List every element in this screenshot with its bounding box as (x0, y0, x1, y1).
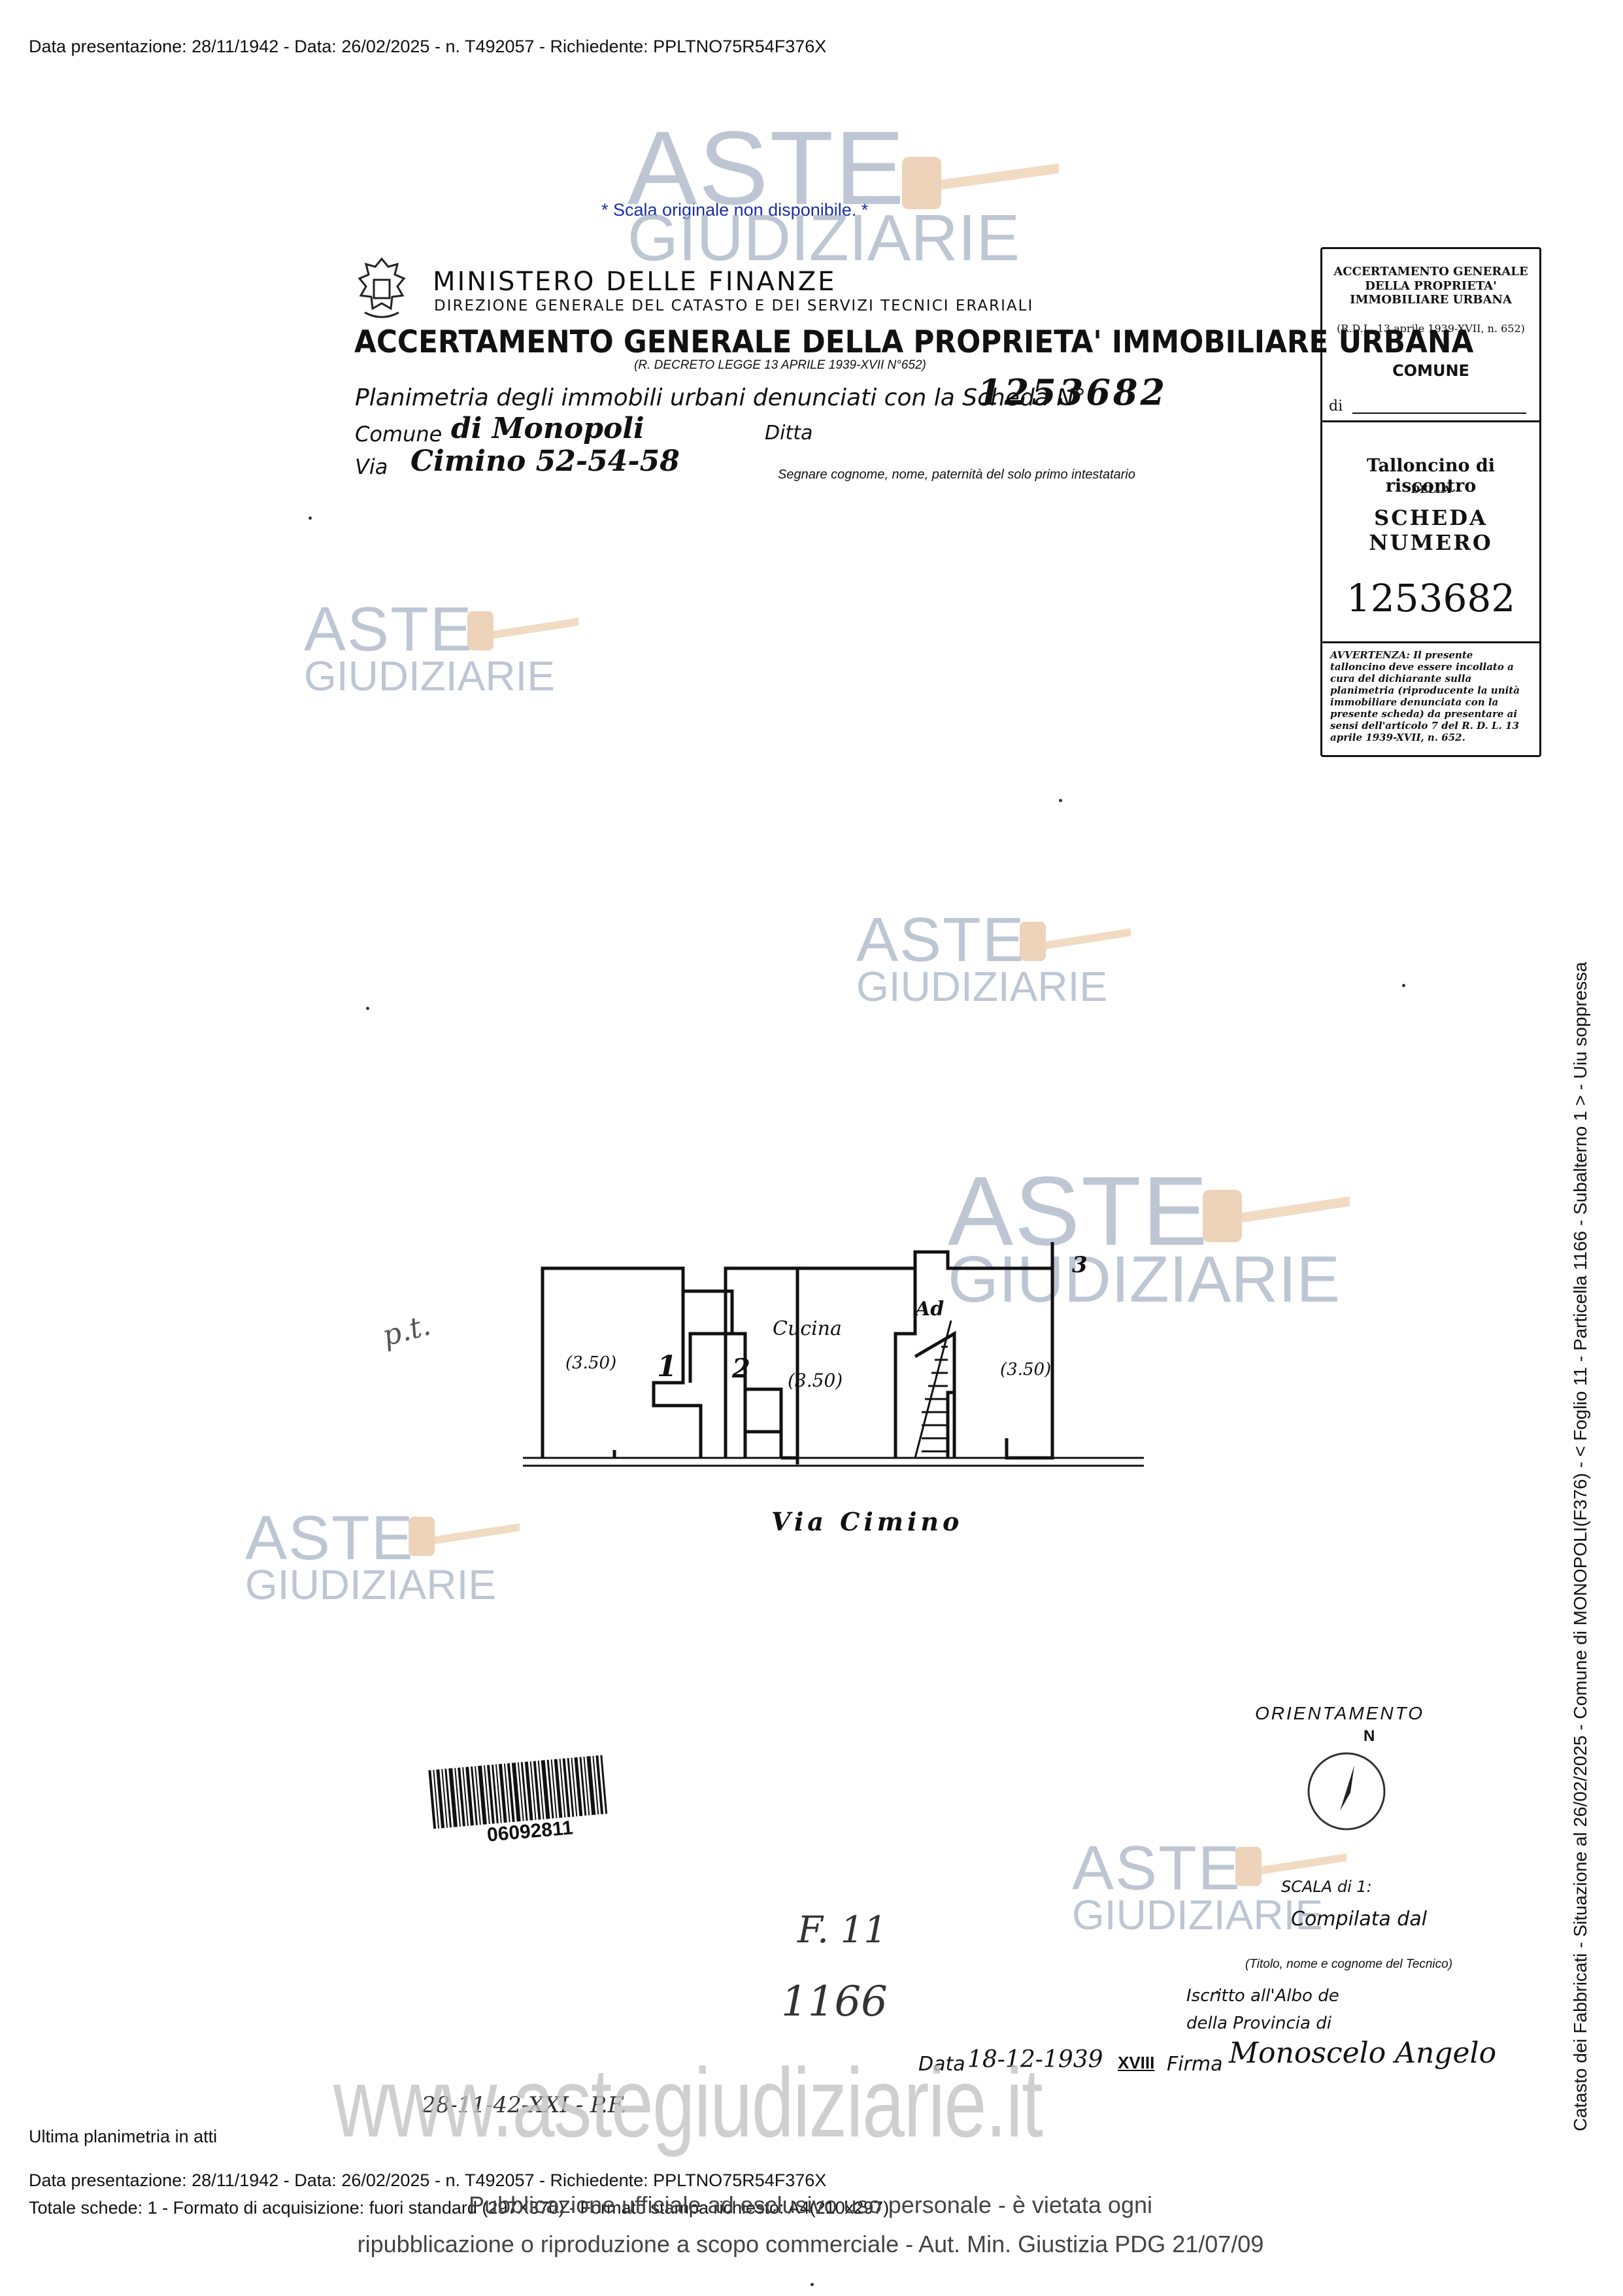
aste-watermark: ASTE GIUDIZIARIE (948, 1156, 1341, 1316)
compass-icon (1307, 1752, 1386, 1831)
main-title: ACCERTAMENTO GENERALE DELLA PROPRIETA' I… (354, 324, 1474, 360)
stair-label: Ad (915, 1298, 945, 1321)
footer-line-1: Data presentazione: 28/11/1942 - Data: 2… (29, 2170, 827, 2190)
publication-notice-1: Pubblicazione ufficiale ad esclusivo uso… (469, 2191, 1152, 2218)
aste-watermark: ASTE GIUDIZIARIE (1072, 1833, 1324, 1939)
side-catasto-text: Catasto dei Fabbricati - Situazione al 2… (1570, 962, 1590, 2131)
ministry-subtitle: DIREZIONE GENERALE DEL CATASTO E DEI SER… (434, 297, 1034, 314)
room-2-height: (3.50) (788, 1370, 843, 1391)
talloncino-header: ACCERTAMENTO GENERALE DELLA PROPRIETA' I… (1333, 265, 1528, 307)
stamp-date: 28-11-42-XXI - P.F. (422, 2092, 627, 2118)
aste-watermark: ASTE GIUDIZIARIE (856, 905, 1108, 1011)
gavel-icon (1020, 922, 1131, 961)
tecnico-label: (Titolo, nome e cognome del Tecnico) (1245, 1957, 1453, 1971)
decree-text: (R. DECRETO LEGGE 13 APRILE 1939-XVII N°… (634, 358, 926, 372)
floor-label: p.t. (378, 1308, 435, 1353)
footer-line-2: Totale schede: 1 - Formato di acquisizio… (29, 2198, 890, 2218)
via-value: Cimino 52-54-58 (410, 445, 680, 478)
annotation-foglio: F. 11 (797, 1909, 887, 1951)
room-2-name: Cucina (773, 1317, 842, 1340)
aste-watermark: ASTE GIUDIZIARIE (627, 109, 1020, 275)
gavel-icon (1203, 1190, 1350, 1242)
talloncino-di: di (1329, 398, 1343, 414)
talloncino-della: DELLA (1411, 483, 1451, 496)
publication-notice-2: ripubblicazione o riproduzione a scopo c… (357, 2231, 1264, 2257)
talloncino-rdl: (R.D.L. 13 aprile 1939-XVII, n. 652) (1337, 322, 1525, 335)
data-value: 18-12-1939 (967, 2046, 1103, 2073)
header-line: Data presentazione: 28/11/1942 - Data: 2… (29, 37, 827, 56)
room-2-number: 2 (732, 1353, 750, 1384)
barcode (428, 1755, 608, 1829)
room-3-number: 3 (1072, 1252, 1088, 1278)
talloncino-scheda-numero: SCHEDA NUMERO (1369, 505, 1493, 555)
aste-watermark: ASTE GIUDIZIARIE (245, 1503, 497, 1609)
ditta-label: Ditta (765, 422, 813, 445)
talloncino-avvertenza: AVVERTENZA: Il presente talloncino deve … (1330, 649, 1520, 743)
via-label: Via (355, 454, 388, 479)
coat-of-arms-icon (358, 257, 406, 318)
provincia-label: della Provincia di (1186, 2014, 1331, 2033)
talloncino-number: 1253682 (1346, 576, 1516, 620)
street-label: Via Cimino (771, 1507, 963, 1536)
iscritto-label: Iscritto all'Albo de (1186, 1986, 1339, 2006)
talloncino-comune: COMUNE (1392, 362, 1469, 380)
footer-ultima: Ultima planimetria in atti (29, 2127, 218, 2146)
ministry-title: MINISTERO DELLE FINANZE (433, 267, 837, 297)
firma-signature: Monoscelo Angelo (1229, 2036, 1497, 2070)
gavel-icon (1235, 1847, 1347, 1886)
floor-plan (523, 1242, 1144, 1467)
room-3-height: (3.50) (1000, 1360, 1052, 1379)
scheda-number-handwritten: 1253682 (977, 371, 1168, 413)
data-label: Data (918, 2053, 965, 2076)
talloncino-title: Talloncino di riscontro (1366, 456, 1496, 496)
room-1-height: (3.50) (565, 1353, 617, 1373)
gavel-icon (409, 1517, 520, 1556)
annotation-particella: 1166 (781, 1978, 888, 2026)
comune-value: di Monopoli (451, 412, 644, 445)
era-value: XVIII (1118, 2053, 1155, 2072)
north-label: N (1364, 1727, 1375, 1745)
talloncino-box: ACCERTAMENTO GENERALE DELLA PROPRIETA' I… (1320, 247, 1541, 757)
compilata-label: Compilata dal (1291, 1908, 1428, 1931)
form-note: Segnare cognome, nome, paternità del sol… (778, 467, 1135, 482)
scala-label: SCALA di 1: (1281, 1878, 1372, 1896)
firma-label: Firma (1167, 2053, 1223, 2076)
scale-note: * Scala originale non disponibile. * (601, 200, 869, 220)
orientation-label: ORIENTAMENTO (1255, 1703, 1424, 1723)
aste-watermark: ASTE GIUDIZIARIE (304, 594, 556, 700)
gavel-icon (902, 157, 1059, 209)
room-1-number: 1 (657, 1350, 677, 1383)
comune-label: Comune (355, 422, 443, 447)
planimetria-label: Planimetria degli immobili urbani denunc… (355, 384, 1086, 411)
url-watermark: www.astegiudiziarie.it (333, 2048, 1043, 2157)
gavel-icon (467, 611, 578, 650)
